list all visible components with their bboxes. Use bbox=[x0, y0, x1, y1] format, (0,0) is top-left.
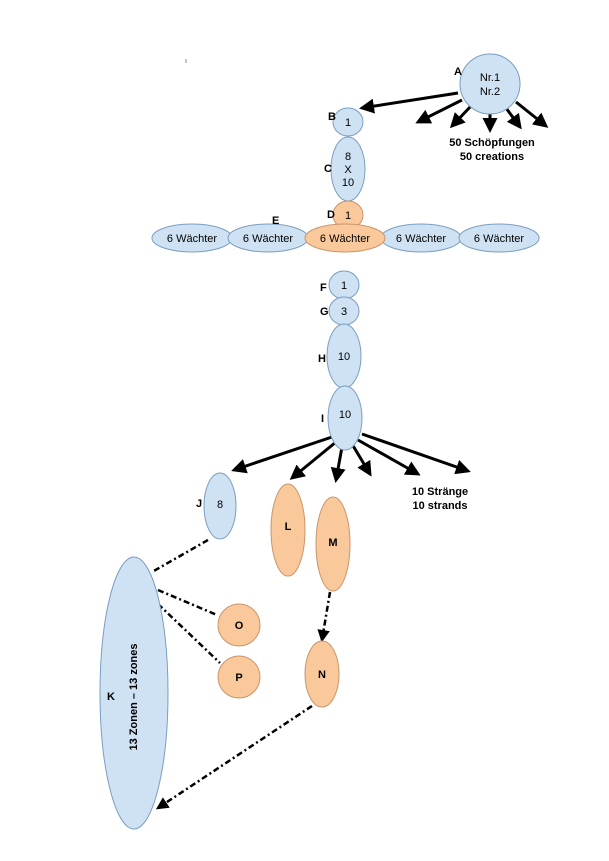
connector-j-k bbox=[151, 538, 209, 574]
node-n-ellipse bbox=[304, 640, 340, 708]
node-c-line1: 8 bbox=[345, 151, 351, 163]
label-i: I bbox=[321, 413, 324, 425]
node-p-circle bbox=[217, 655, 261, 699]
node-c-line2: X bbox=[344, 164, 352, 176]
node-j: 8 J bbox=[196, 472, 237, 540]
connector-m-n bbox=[317, 591, 332, 643]
arrow-a-1 bbox=[415, 98, 463, 124]
node-a-line1: Nr.1 bbox=[480, 72, 500, 84]
node-b-value: 1 bbox=[345, 117, 351, 129]
guardian-4-label: 6 Wächter bbox=[396, 233, 446, 245]
label-k: K bbox=[107, 691, 115, 703]
node-m: M bbox=[315, 496, 351, 592]
strands-en: 10 strands bbox=[412, 500, 467, 512]
node-l-ellipse bbox=[270, 483, 306, 577]
guardian-row: 6 Wächter 6 Wächter 6 Wächter 6 Wächter … bbox=[151, 215, 540, 253]
strands-de: 10 Stränge bbox=[412, 486, 468, 498]
connector-n-k bbox=[155, 704, 313, 810]
label-n: N bbox=[318, 669, 326, 681]
label-c: C bbox=[324, 163, 332, 175]
node-g: 3 G bbox=[320, 296, 360, 326]
node-n: N bbox=[304, 640, 340, 708]
node-m-ellipse bbox=[315, 496, 351, 592]
node-k: 13 Zonen – 13 zones K bbox=[99, 556, 169, 830]
node-o: O bbox=[217, 603, 261, 647]
label-p: P bbox=[235, 672, 242, 684]
arrow-i-5 bbox=[357, 438, 421, 476]
node-o-circle bbox=[217, 603, 261, 647]
creations-de: 50 Schöpfungen bbox=[449, 137, 535, 149]
arrows-from-i bbox=[231, 432, 471, 483]
node-a: Nr.1 Nr.2 A bbox=[454, 53, 521, 115]
connector-k-o bbox=[157, 588, 218, 617]
node-c: 8 X 10 C bbox=[324, 136, 366, 202]
node-b-circle bbox=[332, 107, 364, 137]
node-f: 1 F bbox=[320, 270, 360, 300]
node-i-value: 10 bbox=[339, 409, 351, 421]
arrow-a-4 bbox=[504, 107, 522, 130]
label-o: O bbox=[235, 620, 244, 632]
node-j-value: 8 bbox=[217, 499, 223, 511]
node-a-line2: Nr.2 bbox=[480, 86, 500, 98]
label-m: M bbox=[328, 537, 337, 549]
node-p: P bbox=[217, 655, 261, 699]
node-k-ellipse bbox=[99, 556, 169, 830]
connector-k-p bbox=[157, 603, 221, 664]
label-b: B bbox=[328, 111, 336, 123]
guardian-5-label: 6 Wächter bbox=[474, 233, 524, 245]
node-c-line3: 10 bbox=[342, 177, 354, 189]
label-f: F bbox=[320, 282, 327, 294]
node-b: 1 B bbox=[328, 107, 364, 137]
node-d: 1 D bbox=[327, 200, 364, 230]
arrow-i-6 bbox=[361, 432, 471, 475]
creations-en: 50 creations bbox=[460, 151, 524, 163]
node-k-value: 13 Zonen – 13 zones bbox=[128, 644, 140, 751]
node-l: L bbox=[270, 483, 306, 577]
node-h-value: 10 bbox=[338, 351, 350, 363]
arrow-a-2 bbox=[449, 103, 474, 129]
node-d-value: 1 bbox=[345, 210, 351, 222]
node-g-value: 3 bbox=[341, 306, 347, 318]
arrow-i-4 bbox=[350, 443, 372, 477]
arrow-i-to-m bbox=[330, 446, 346, 483]
label-e: E bbox=[272, 215, 279, 227]
node-h: 10 H bbox=[318, 323, 362, 389]
dashed-connectors bbox=[151, 538, 332, 810]
arrow-a-5 bbox=[515, 100, 549, 128]
label-l: L bbox=[285, 521, 292, 533]
guardian-2-label: 6 Wächter bbox=[243, 233, 293, 245]
label-h: H bbox=[318, 353, 326, 365]
node-f-value: 1 bbox=[341, 280, 347, 292]
arrow-i-to-l bbox=[289, 440, 337, 480]
guardian-3 bbox=[304, 223, 386, 253]
node-a-circle bbox=[459, 53, 521, 115]
label-a: A bbox=[454, 66, 462, 78]
node-i-ellipse bbox=[327, 385, 363, 451]
arrow-a-to-b bbox=[359, 91, 459, 114]
guardian-3-label: 6 Wächter bbox=[320, 233, 370, 245]
label-d: D bbox=[327, 209, 335, 221]
node-j-ellipse bbox=[203, 472, 237, 540]
guardian-5 bbox=[458, 223, 540, 253]
label-j: J bbox=[196, 498, 202, 510]
guardian-1-label: 6 Wächter bbox=[167, 233, 217, 245]
arrows-from-a bbox=[359, 91, 549, 133]
arrow-i-to-j bbox=[231, 435, 333, 474]
node-i: 10 I bbox=[321, 385, 363, 451]
label-g: G bbox=[320, 306, 329, 318]
